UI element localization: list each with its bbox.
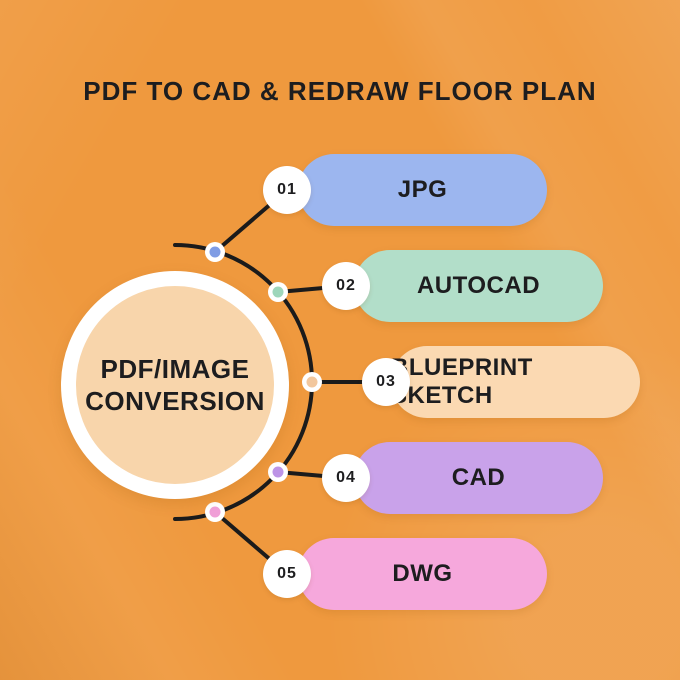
arc-dot-5 [209,506,221,518]
step-number: 05 [277,565,297,582]
pill-label: AUTOCAD [416,272,541,299]
pill-label: DWG [392,560,453,587]
pill-label: CAD [451,464,506,491]
page-title: PDF TO CAD & REDRAW FLOOR PLAN [83,76,597,106]
pill-label: JPG [397,176,448,203]
step-node-01: 01 [263,166,311,214]
step-node-05: 05 [263,550,311,598]
arc-dot-4 [272,466,284,478]
hub-label-line1: PDF/IMAGE [100,353,250,384]
hub-label-line2: CONVERSION [85,386,265,416]
pill-autocad: AUTOCAD [354,250,603,322]
arc-dot-3 [306,376,318,388]
pill-cad: CAD [354,442,603,514]
step-number: 04 [336,469,356,486]
step-number: 01 [277,181,297,198]
arc-dot-1 [209,246,221,258]
step-node-02: 02 [322,262,370,310]
step-number: 03 [376,373,396,390]
pill-dwg: DWG [298,538,547,610]
step-node-03: 03 [362,358,410,406]
hub-circle: PDF/IMAGE CONVERSION [61,271,289,499]
pill-label: BLUEPRINT SKETCH [391,354,533,409]
step-node-04: 04 [322,454,370,502]
arc-dot-2 [272,286,284,298]
step-number: 02 [336,277,356,294]
pill-blueprint-sketch: BLUEPRINT SKETCH [391,346,640,418]
pill-jpg: JPG [298,154,547,226]
